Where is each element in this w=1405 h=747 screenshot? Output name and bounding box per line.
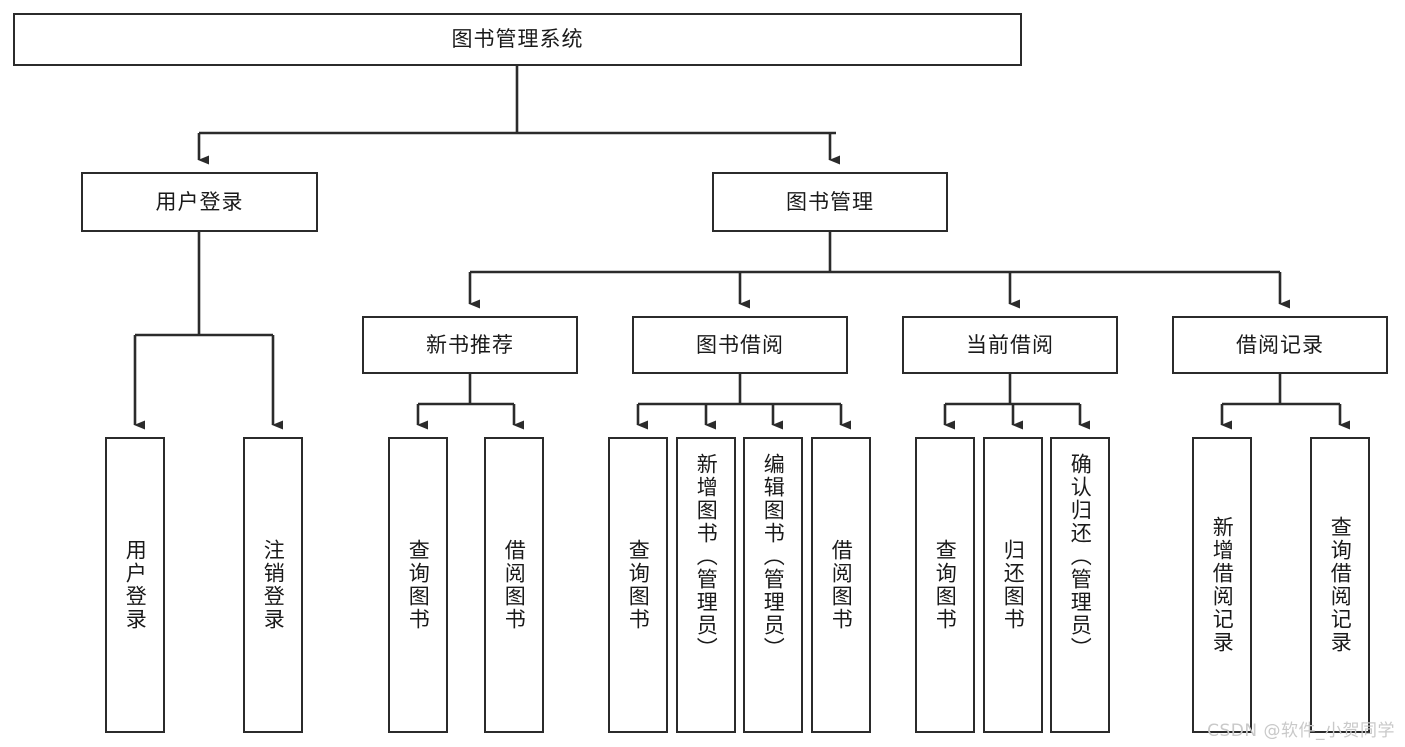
- node-leaf-edit-book-admin-label: 编辑图书（管理员）: [761, 453, 786, 660]
- node-new-book-recommend[interactable]: 新书推荐: [362, 316, 578, 374]
- node-user-login[interactable]: 用户登录: [81, 172, 318, 232]
- node-book-management-label: 图书管理: [786, 189, 874, 214]
- node-leaf-logout[interactable]: 注销登录: [243, 437, 303, 733]
- node-root-label: 图书管理系统: [451, 27, 584, 52]
- node-leaf-query-book-borrow[interactable]: 查询图书: [608, 437, 668, 733]
- node-leaf-add-borrow-record[interactable]: 新增借阅记录: [1192, 437, 1252, 733]
- node-leaf-edit-book-admin[interactable]: 编辑图书（管理员）: [743, 437, 803, 733]
- node-book-borrow[interactable]: 图书借阅: [632, 316, 848, 374]
- node-leaf-query-book-current[interactable]: 查询图书: [915, 437, 975, 733]
- node-leaf-user-login[interactable]: 用户登录: [105, 437, 165, 733]
- node-leaf-borrow-book-rec-label: 借阅图书: [502, 539, 527, 631]
- node-leaf-user-login-label: 用户登录: [123, 539, 148, 631]
- node-leaf-return-book-label: 归还图书: [1001, 539, 1026, 631]
- node-book-borrow-label: 图书借阅: [696, 332, 784, 357]
- node-leaf-add-book-admin-label: 新增图书（管理员）: [694, 453, 719, 660]
- node-leaf-return-book[interactable]: 归还图书: [983, 437, 1043, 733]
- node-current-borrow[interactable]: 当前借阅: [902, 316, 1118, 374]
- node-leaf-query-book-rec-label: 查询图书: [406, 539, 431, 631]
- node-leaf-query-book-rec[interactable]: 查询图书: [388, 437, 448, 733]
- node-borrow-record-label: 借阅记录: [1236, 332, 1324, 357]
- node-leaf-query-book-borrow-label: 查询图书: [626, 539, 651, 631]
- node-leaf-add-borrow-record-label: 新增借阅记录: [1210, 516, 1235, 654]
- node-leaf-confirm-return-admin[interactable]: 确认归还（管理员）: [1050, 437, 1110, 733]
- node-leaf-borrow-book-rec[interactable]: 借阅图书: [484, 437, 544, 733]
- node-current-borrow-label: 当前借阅: [966, 332, 1054, 357]
- node-leaf-query-borrow-record-label: 查询借阅记录: [1328, 516, 1353, 654]
- node-borrow-record[interactable]: 借阅记录: [1172, 316, 1388, 374]
- node-leaf-borrow-book[interactable]: 借阅图书: [811, 437, 871, 733]
- node-leaf-confirm-return-admin-label: 确认归还（管理员）: [1068, 453, 1093, 660]
- node-leaf-borrow-book-label: 借阅图书: [829, 539, 854, 631]
- node-user-login-label: 用户登录: [155, 189, 244, 214]
- node-leaf-query-borrow-record[interactable]: 查询借阅记录: [1310, 437, 1370, 733]
- node-leaf-logout-label: 注销登录: [261, 539, 286, 631]
- node-book-management[interactable]: 图书管理: [712, 172, 948, 232]
- node-root[interactable]: 图书管理系统: [13, 13, 1022, 66]
- node-new-book-recommend-label: 新书推荐: [426, 332, 514, 357]
- node-leaf-query-book-current-label: 查询图书: [933, 539, 958, 631]
- node-leaf-add-book-admin[interactable]: 新增图书（管理员）: [676, 437, 736, 733]
